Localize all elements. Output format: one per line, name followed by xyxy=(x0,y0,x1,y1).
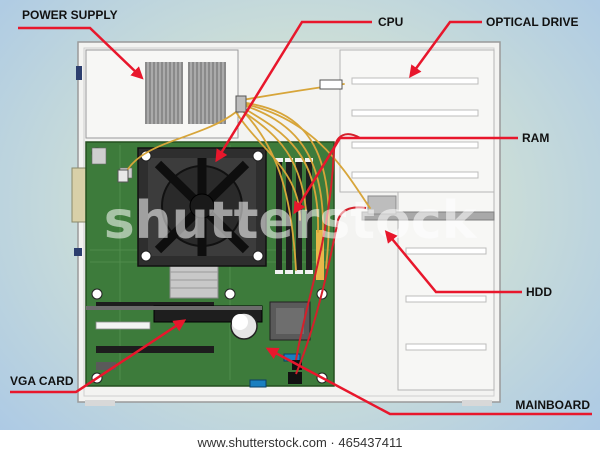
power-cables xyxy=(123,83,371,271)
optical-drive-arrow xyxy=(409,20,482,79)
cpu-cooler xyxy=(137,147,267,267)
sata-connector xyxy=(288,372,302,384)
label-ram: RAM xyxy=(522,131,549,145)
label-mainboard: MAINBOARD xyxy=(515,398,590,412)
case-foot-left xyxy=(85,400,115,406)
case-foot-right xyxy=(462,400,492,406)
sata-port xyxy=(249,379,267,388)
motherboard xyxy=(85,141,335,388)
vga-bracket xyxy=(86,306,262,310)
cpu-arrow xyxy=(215,20,372,163)
optical-power-plug xyxy=(319,79,343,90)
power-supply-arrow xyxy=(18,26,144,80)
vga-card-arrow xyxy=(10,319,187,394)
power-supply-unit xyxy=(85,49,239,139)
label-vga-card: VGA CARD xyxy=(10,374,74,388)
label-power-supply: POWER SUPPLY xyxy=(22,8,118,22)
watermark-text: shutterstock xyxy=(104,191,478,251)
label-optical-drive: OPTICAL DRIVE xyxy=(486,15,578,29)
ram-slots xyxy=(275,158,313,274)
cpu-power-plug xyxy=(117,169,129,183)
label-cpu: CPU xyxy=(378,15,403,29)
callout-lines xyxy=(10,20,592,416)
hdd-slot xyxy=(361,211,495,221)
ram-arrow xyxy=(293,136,518,215)
pc-internals-diagram: shutterstock POWER SUPPLY CPU OPTICAL DR… xyxy=(10,8,592,416)
sata-cables xyxy=(295,133,367,375)
footer-text: www.shutterstock.com · 465437411 xyxy=(197,434,403,450)
footer-bar: www.shutterstock.com · 465437411 xyxy=(0,430,600,454)
hdd-arrow xyxy=(384,230,522,294)
label-hdd: HDD xyxy=(526,285,552,299)
psu-cable-exit xyxy=(235,95,247,113)
mainboard-arrow xyxy=(265,347,592,416)
